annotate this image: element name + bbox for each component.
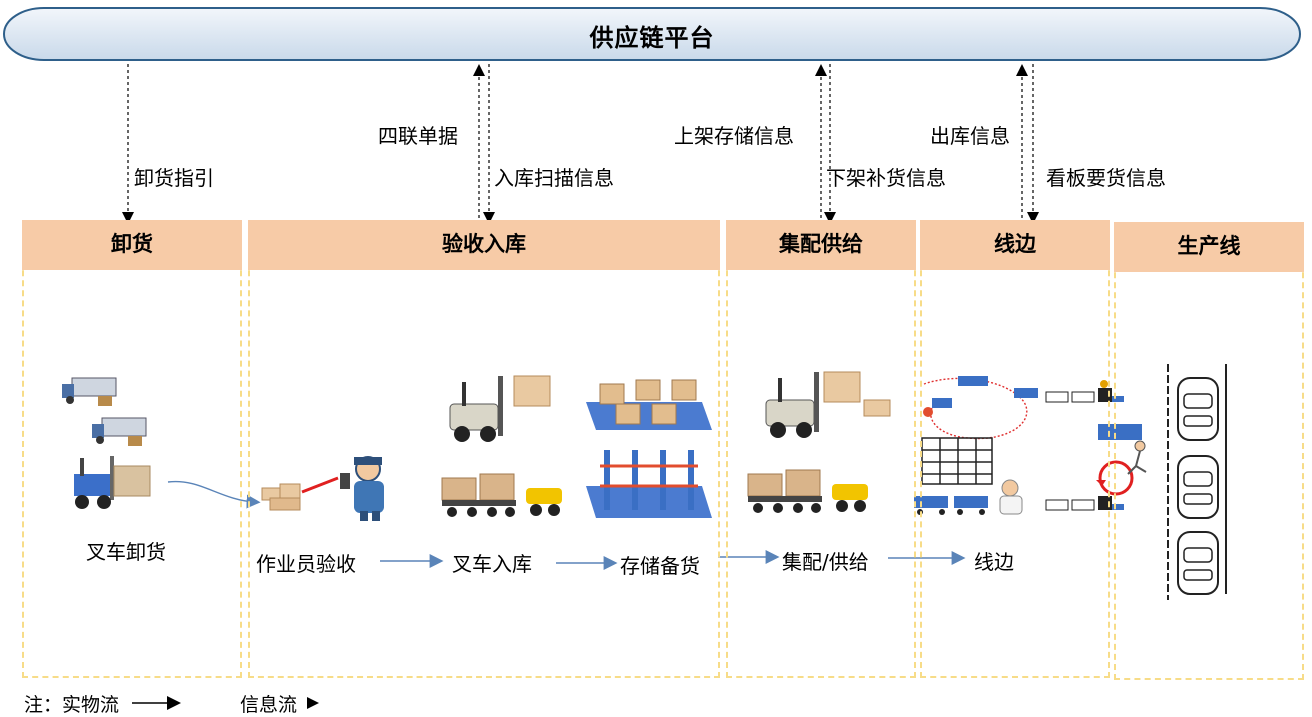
zone-header-production: 生产线 [1114, 222, 1304, 272]
car-icon [1177, 377, 1219, 441]
tow-train-icon [747, 469, 868, 513]
step-storage: 存储备货 [620, 554, 700, 578]
zone-header-lineside: 线边 [920, 220, 1110, 270]
rack-storage-icon [586, 450, 712, 518]
forklift-icon [765, 371, 891, 438]
flow-arrow-unload-to-check [167, 480, 261, 509]
info-label-four-part-docs: 四联单据 [378, 124, 458, 148]
lineside-loop-icon [923, 376, 1038, 440]
zone-header-kitting: 集配供给 [726, 220, 916, 270]
truck-icon [92, 417, 147, 446]
car-icon [1177, 455, 1219, 519]
zone-lineside [920, 220, 1110, 678]
car-icon [1177, 531, 1219, 595]
worker-icon [999, 479, 1023, 515]
info-label-putaway: 上架存储信息 [674, 124, 794, 148]
info-label-pick-replenish: 下架补货信息 [826, 166, 946, 190]
step-forklift-inbound: 叉车入库 [452, 552, 532, 576]
worker-icon [1127, 440, 1147, 475]
tow-train-icon [441, 473, 562, 517]
step-kitting-supply: 集配/供给 [782, 550, 869, 574]
cycle-icon [1096, 460, 1134, 496]
zone-unload [22, 220, 242, 678]
forklift-icon [449, 375, 551, 442]
lineside-cart-icon [914, 496, 988, 515]
legend-info-arrow [307, 697, 319, 709]
legend-physical-flow: 注：实物流 [24, 694, 120, 716]
info-label-outbound: 出库信息 [930, 124, 1010, 148]
shelving-icon [921, 437, 993, 485]
operator-icon [340, 456, 384, 521]
zone-kitting [726, 220, 916, 678]
platform-title: 供应链平台 [589, 24, 715, 52]
scanner-beam [301, 476, 339, 494]
info-label-kanban: 看板要货信息 [1046, 166, 1166, 190]
zone-header-receiving: 验收入库 [248, 220, 720, 270]
forklift-icon [74, 456, 151, 509]
step-lineside: 线边 [974, 550, 1014, 574]
platform-bar [3, 7, 1301, 61]
info-label-inbound-scan: 入库扫描信息 [494, 166, 614, 190]
zone-header-unload: 卸货 [22, 220, 242, 270]
zone-production [1114, 222, 1304, 680]
truck-icon [62, 377, 117, 406]
production-line-icon [1167, 364, 1227, 600]
zone-receiving [248, 220, 720, 678]
info-label-unload-guide: 卸货指引 [134, 166, 214, 190]
pallet-storage-icon [586, 379, 712, 430]
step-forklift-unload: 叉车卸货 [86, 540, 166, 564]
step-operator-check: 作业员验收 [256, 552, 356, 576]
legend-info-flow: 信息流 [240, 694, 298, 716]
parcel-icon [261, 483, 301, 511]
